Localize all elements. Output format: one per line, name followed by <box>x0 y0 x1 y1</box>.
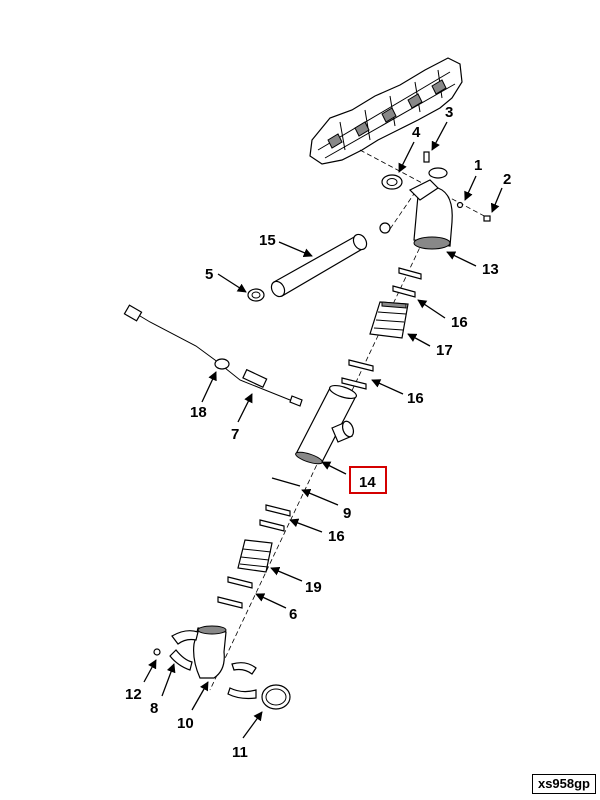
part-19-bellows <box>237 539 273 573</box>
leader-lines <box>143 121 503 739</box>
part-11-ring <box>227 662 291 710</box>
callout-11: 11 <box>232 744 248 761</box>
callout-16-top: 16 <box>451 314 468 331</box>
callout-1: 1 <box>474 157 482 174</box>
part-18-sensor-harness <box>123 304 301 405</box>
callout-9: 9 <box>343 505 351 522</box>
callout-18: 18 <box>190 404 207 421</box>
exhaust-manifold <box>309 57 463 165</box>
part-13-elbow <box>379 179 453 250</box>
callout-19: 19 <box>305 579 322 596</box>
callout-6: 6 <box>289 606 297 623</box>
callout-14: 14 <box>359 474 376 491</box>
callout-4: 4 <box>412 124 421 141</box>
callout-2: 2 <box>503 171 511 188</box>
part-10-lower-elbow <box>193 625 227 679</box>
callout-7: 7 <box>231 426 239 443</box>
callout-16-bottom: 16 <box>328 528 345 545</box>
part-5-clamp <box>247 288 265 302</box>
callout-16-middle: 16 <box>407 390 424 407</box>
part-9-gasket <box>271 477 301 487</box>
part-17-bellows <box>369 301 409 339</box>
figure-code-label: xs958gp <box>532 774 596 794</box>
part-14-tee-pipe <box>295 384 358 465</box>
callout-15: 15 <box>259 232 276 249</box>
callout-10: 10 <box>177 715 194 732</box>
callout-5: 5 <box>205 266 213 283</box>
callout-12: 12 <box>125 686 142 703</box>
callout-14-highlight-box <box>349 466 387 494</box>
part-1-2-bolts <box>456 201 491 222</box>
callout-8: 8 <box>150 700 158 717</box>
part-3-clamp <box>423 151 448 179</box>
part-12-screw <box>153 648 161 656</box>
callout-17: 17 <box>436 342 453 359</box>
part-15-pipe <box>270 233 368 298</box>
part-4-gasket <box>381 174 403 190</box>
callout-13: 13 <box>482 261 499 278</box>
ring-stack <box>217 267 422 609</box>
part-7-sensor <box>242 368 303 407</box>
part-8-clamp-half <box>169 630 199 671</box>
callout-labels: 1 2 3 4 5 6 7 8 9 10 11 12 13 14 15 16 1… <box>125 104 511 761</box>
callout-3: 3 <box>445 104 453 121</box>
